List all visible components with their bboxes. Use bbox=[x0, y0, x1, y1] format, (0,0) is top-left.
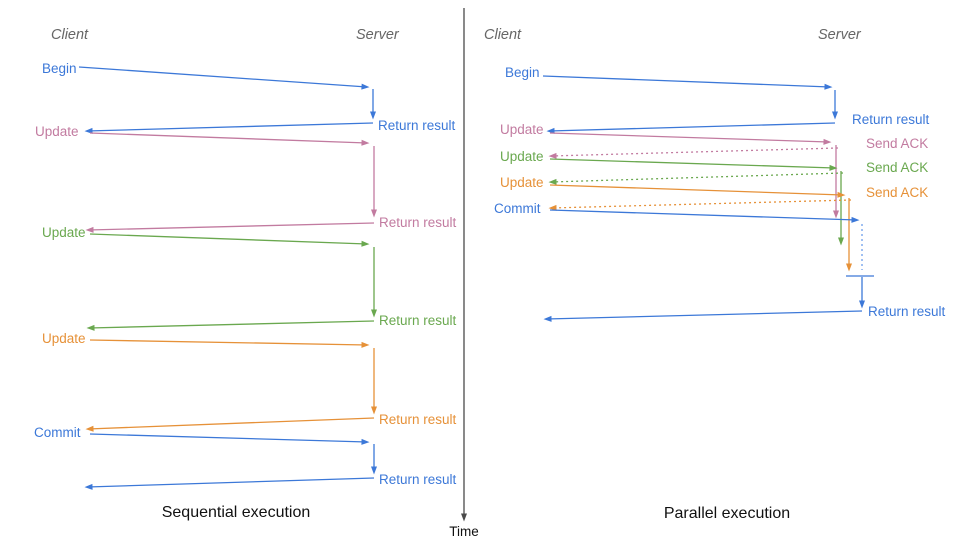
left-update1-process-line-arrowhead bbox=[371, 209, 377, 218]
right-commit-process-line-arrowhead bbox=[859, 300, 865, 309]
right-caption: Parallel execution bbox=[664, 505, 790, 522]
right-commit-request-line bbox=[549, 209, 858, 221]
left-update3-process-line-arrowhead bbox=[371, 406, 377, 415]
right-update2-label: Update bbox=[500, 149, 544, 164]
right-ack3-label: Send ACK bbox=[866, 185, 928, 200]
right-ack1-label: Send ACK bbox=[866, 136, 928, 151]
left-caption: Sequential execution bbox=[162, 504, 311, 521]
left-begin-process-line-arrowhead bbox=[370, 111, 376, 120]
left-update3-label: Update bbox=[42, 331, 86, 346]
right-update1-request-line bbox=[549, 132, 830, 143]
right-update1-ack-line bbox=[550, 147, 839, 157]
right-update3-ack-line-arrowhead bbox=[548, 204, 557, 211]
right-begin-request-line bbox=[542, 75, 831, 88]
left-update2-return-line bbox=[88, 320, 375, 329]
left-begin-return-line bbox=[86, 122, 374, 132]
left-begin-request-line bbox=[78, 66, 368, 88]
right-update2-request-line bbox=[549, 158, 836, 169]
left-client-header: Client bbox=[51, 27, 89, 43]
left-begin-label: Begin bbox=[42, 61, 77, 76]
left-update3-return-line-arrowhead bbox=[85, 425, 94, 432]
left-update2-request-line-arrowhead bbox=[361, 240, 370, 247]
left-update2-label: Update bbox=[42, 225, 86, 240]
left-update2-return-line-arrowhead bbox=[86, 324, 95, 331]
left-commit-return-line-arrowhead bbox=[84, 483, 93, 490]
left-return1-label: Return result bbox=[378, 118, 456, 133]
right-update1-process-line-arrowhead bbox=[833, 210, 839, 219]
time-axis-line-arrowhead bbox=[461, 513, 467, 522]
left-begin-return-line-arrowhead bbox=[84, 127, 93, 134]
right-update2-request-line-arrowhead bbox=[829, 164, 838, 171]
left-update1-label: Update bbox=[35, 124, 79, 139]
right-update1-ack-line-arrowhead bbox=[548, 152, 557, 159]
axis-diagram-group: Time bbox=[449, 8, 479, 539]
left-return4-label: Return result bbox=[379, 412, 457, 427]
left-commit-request-line-arrowhead bbox=[361, 438, 370, 445]
right-update2-process-line-arrowhead bbox=[838, 237, 844, 246]
right-commit-return-line-arrowhead bbox=[543, 315, 552, 322]
time-axis-label: Time bbox=[449, 524, 479, 539]
left-update3-request-line bbox=[89, 339, 368, 346]
left-commit-process-line-arrowhead bbox=[371, 466, 377, 475]
right-begin-request-line-arrowhead bbox=[824, 83, 833, 90]
right-update3-request-line bbox=[549, 184, 844, 196]
right-begin-process-line-arrowhead bbox=[832, 111, 838, 120]
right-update3-process-line-arrowhead bbox=[846, 263, 852, 272]
left-return3-label: Return result bbox=[379, 313, 457, 328]
left-update2-process-line-arrowhead bbox=[371, 309, 377, 318]
left-update1-return-line bbox=[87, 222, 375, 231]
right-return1-label: Return result bbox=[852, 112, 930, 127]
right-update2-ack-line-arrowhead bbox=[548, 178, 557, 185]
right-commit-request-line-arrowhead bbox=[851, 216, 860, 223]
left-commit-request-line bbox=[89, 433, 368, 443]
left-begin-request-line-arrowhead bbox=[361, 83, 370, 90]
left-return5-label: Return result bbox=[379, 472, 457, 487]
right-begin-label: Begin bbox=[505, 65, 540, 80]
right-return2-label: Return result bbox=[868, 304, 946, 319]
left-commit-return-line bbox=[86, 477, 375, 488]
right-update1-request-line-arrowhead bbox=[823, 138, 832, 145]
left-server-header: Server bbox=[356, 27, 400, 43]
left-update1-request-line-arrowhead bbox=[361, 139, 370, 146]
left-update1-return-line-arrowhead bbox=[85, 226, 94, 233]
right-begin-return-line-arrowhead bbox=[546, 127, 555, 134]
left-update3-request-line-arrowhead bbox=[361, 341, 370, 348]
right-update3-ack-line bbox=[550, 199, 852, 209]
right-begin-return-line bbox=[548, 122, 836, 132]
left-update2-request-line bbox=[89, 233, 368, 245]
right-ack2-label: Send ACK bbox=[866, 160, 928, 175]
right-commit-return-line bbox=[545, 310, 863, 320]
left-return2-label: Return result bbox=[379, 215, 457, 230]
left-update1-request-line bbox=[89, 132, 368, 144]
right-update3-request-line-arrowhead bbox=[837, 191, 846, 198]
left-commit-label: Commit bbox=[34, 425, 81, 440]
right-server-header: Server bbox=[818, 27, 862, 43]
right-update2-ack-line bbox=[550, 172, 844, 183]
right-update3-label: Update bbox=[500, 175, 544, 190]
left-update3-return-line bbox=[87, 417, 375, 430]
right-commit-label: Commit bbox=[494, 201, 541, 216]
right-client-header: Client bbox=[484, 27, 522, 43]
right-update1-label: Update bbox=[500, 122, 544, 137]
